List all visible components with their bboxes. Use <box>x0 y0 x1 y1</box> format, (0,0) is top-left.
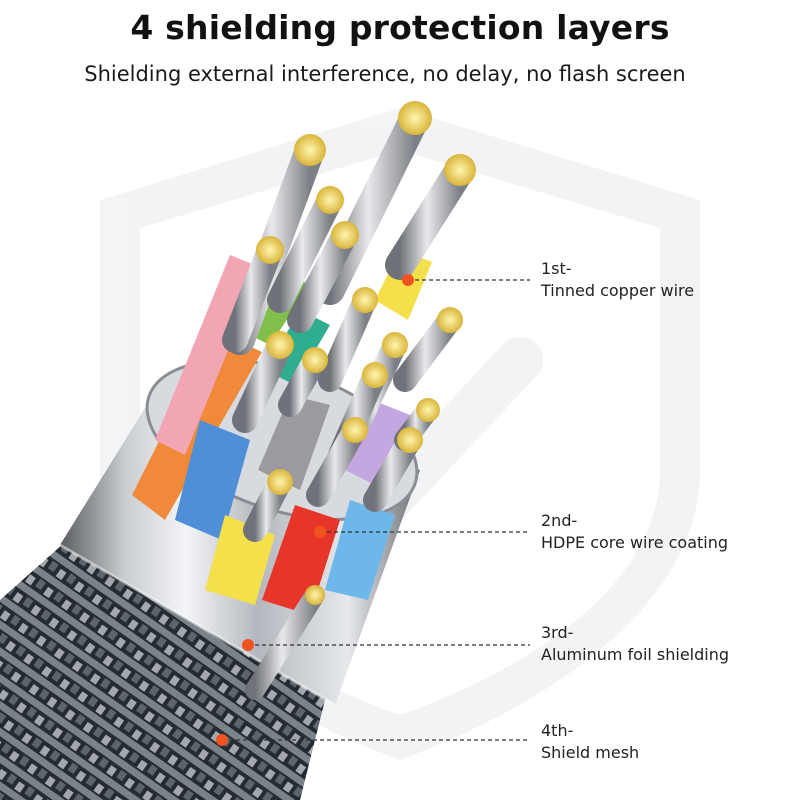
callout-dot-4 <box>216 734 228 746</box>
tinned-copper-strands <box>222 101 476 700</box>
callout-dot-3 <box>242 639 254 651</box>
callout-lines <box>222 279 530 741</box>
page-title: 4 shielding protection layers <box>130 8 670 47</box>
layer-label-3: 3rd- Aluminum foil shielding <box>541 622 729 666</box>
layer-name: Shield mesh <box>541 743 640 762</box>
layer-label-4: 4th- Shield mesh <box>541 720 639 764</box>
layer-ordinal: 4th- <box>541 721 574 740</box>
page-subtitle: Shielding external interference, no dela… <box>84 62 686 86</box>
layer-label-1: 1st- Tinned copper wire <box>541 258 694 302</box>
callout-dot-1 <box>402 274 414 286</box>
layer-name: Tinned copper wire <box>541 281 695 300</box>
layer-name: HDPE core wire coating <box>541 533 729 552</box>
callout-dot-2 <box>314 526 326 538</box>
layer-name: Aluminum foil shielding <box>541 645 730 664</box>
layer-ordinal: 1st- <box>541 259 572 278</box>
layer-label-2: 2nd- HDPE core wire coating <box>541 510 728 554</box>
layer-ordinal: 3rd- <box>541 623 574 642</box>
layer-ordinal: 2nd- <box>541 511 578 530</box>
